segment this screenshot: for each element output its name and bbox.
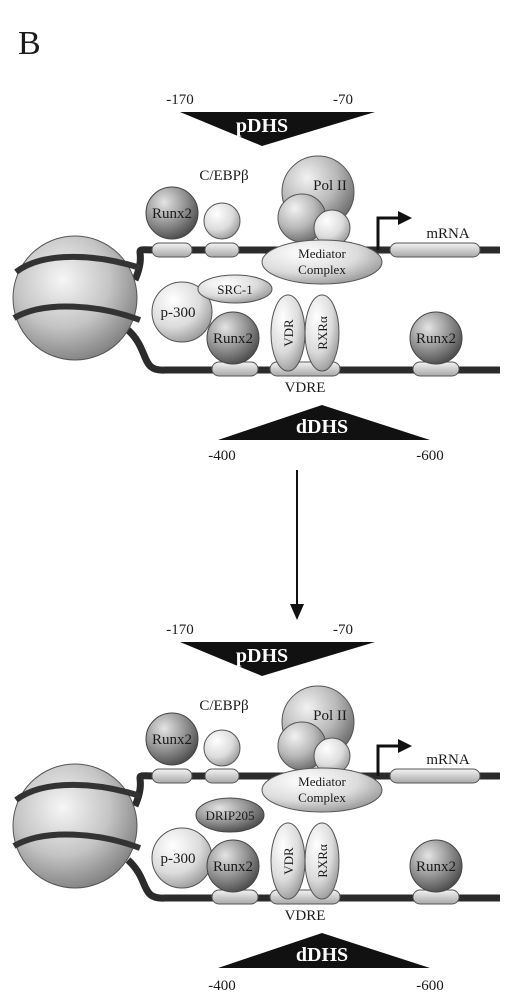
- transition-arrow: [290, 470, 304, 620]
- pdhs-right-coord: -70: [333, 92, 353, 108]
- cebp-label: C/EBPβ: [199, 698, 248, 714]
- ddhs-right-coord: -600: [416, 448, 444, 464]
- runx2-lower-label: Runx2: [213, 331, 253, 347]
- ddhs-label: dDHS: [296, 416, 348, 438]
- binding-sites: [151, 242, 481, 377]
- pdhs-marker: pDHS -170 -70: [166, 92, 375, 146]
- vdr-label: VDR: [281, 847, 296, 875]
- pdhs-label: pDHS: [236, 115, 288, 137]
- runx2-right-label: Runx2: [416, 859, 456, 875]
- runx2-lower: [206, 839, 260, 893]
- pdhs-marker: pDHS -170 -70: [166, 622, 375, 676]
- runx2-upper: [145, 712, 199, 766]
- nucleosome: [12, 235, 142, 361]
- vdre-label: VDRE: [285, 908, 326, 924]
- panel-label: B: [18, 25, 41, 62]
- rxr-label: RXRα: [315, 316, 330, 350]
- binding-sites: [151, 768, 481, 905]
- pdhs-label: pDHS: [236, 645, 288, 667]
- pdhs-triangle: [180, 112, 375, 146]
- rxr-protein: [304, 822, 340, 900]
- pdhs-right-coord: -70: [333, 622, 353, 638]
- rxr-label: RXRα: [315, 844, 330, 878]
- src1-protein: [197, 274, 273, 304]
- p300-protein: [151, 281, 213, 343]
- cebp-protein: [203, 202, 241, 240]
- mediator-label-line1: Mediator: [298, 246, 346, 261]
- vdr-label: VDR: [281, 319, 296, 347]
- pdhs-left-coord: -170: [166, 92, 194, 108]
- mediator-label-line2: Complex: [298, 790, 346, 805]
- ddhs-left-coord: -400: [208, 448, 236, 464]
- ddhs-triangle: [218, 933, 430, 968]
- rxr-protein: [304, 294, 340, 372]
- pdhs-triangle: [180, 642, 375, 676]
- runx2-upper-label: Runx2: [152, 732, 192, 748]
- cebp-label: C/EBPβ: [199, 168, 248, 184]
- nucleosome: [12, 763, 142, 889]
- ddhs-label: dDHS: [296, 944, 348, 966]
- mediator-complex: [261, 239, 383, 285]
- top-state-panel: pDHS -170 -70 mRNA: [12, 92, 500, 464]
- mrna-label: mRNA: [426, 226, 470, 242]
- vdre-label: VDRE: [285, 380, 326, 396]
- src1-label: SRC-1: [217, 282, 252, 297]
- pol2-label: Pol II: [313, 178, 347, 194]
- ddhs-marker: dDHS -400 -600: [208, 933, 444, 994]
- drip205-protein: [195, 797, 265, 833]
- transcription-start-arrow: [376, 211, 412, 250]
- runx2-lower-label: Runx2: [213, 859, 253, 875]
- mediator-label-line1: Mediator: [298, 774, 346, 789]
- drip205-label: DRIP205: [205, 808, 254, 823]
- mediator-complex: [261, 767, 383, 813]
- cebp-protein: [203, 729, 241, 767]
- runx2-right: [409, 839, 463, 893]
- p300-label: p-300: [161, 851, 196, 867]
- ddhs-right-coord: -600: [416, 978, 444, 994]
- p300-label: p-300: [161, 305, 196, 321]
- runx2-lower: [206, 311, 260, 365]
- pol2-label: Pol II: [313, 708, 347, 724]
- ddhs-left-coord: -400: [208, 978, 236, 994]
- ddhs-triangle: [218, 405, 430, 440]
- pdhs-left-coord: -170: [166, 622, 194, 638]
- mediator-label-line2: Complex: [298, 262, 346, 277]
- runx2-upper: [145, 186, 199, 240]
- runx2-right: [409, 311, 463, 365]
- bottom-state-panel: pDHS -170 -70 mRNA Pol II: [12, 622, 500, 994]
- transcription-start-arrow: [376, 739, 412, 776]
- ddhs-marker: dDHS -400 -600: [208, 405, 444, 464]
- runx2-right-label: Runx2: [416, 331, 456, 347]
- runx2-upper-label: Runx2: [152, 206, 192, 222]
- mrna-label: mRNA: [426, 752, 470, 768]
